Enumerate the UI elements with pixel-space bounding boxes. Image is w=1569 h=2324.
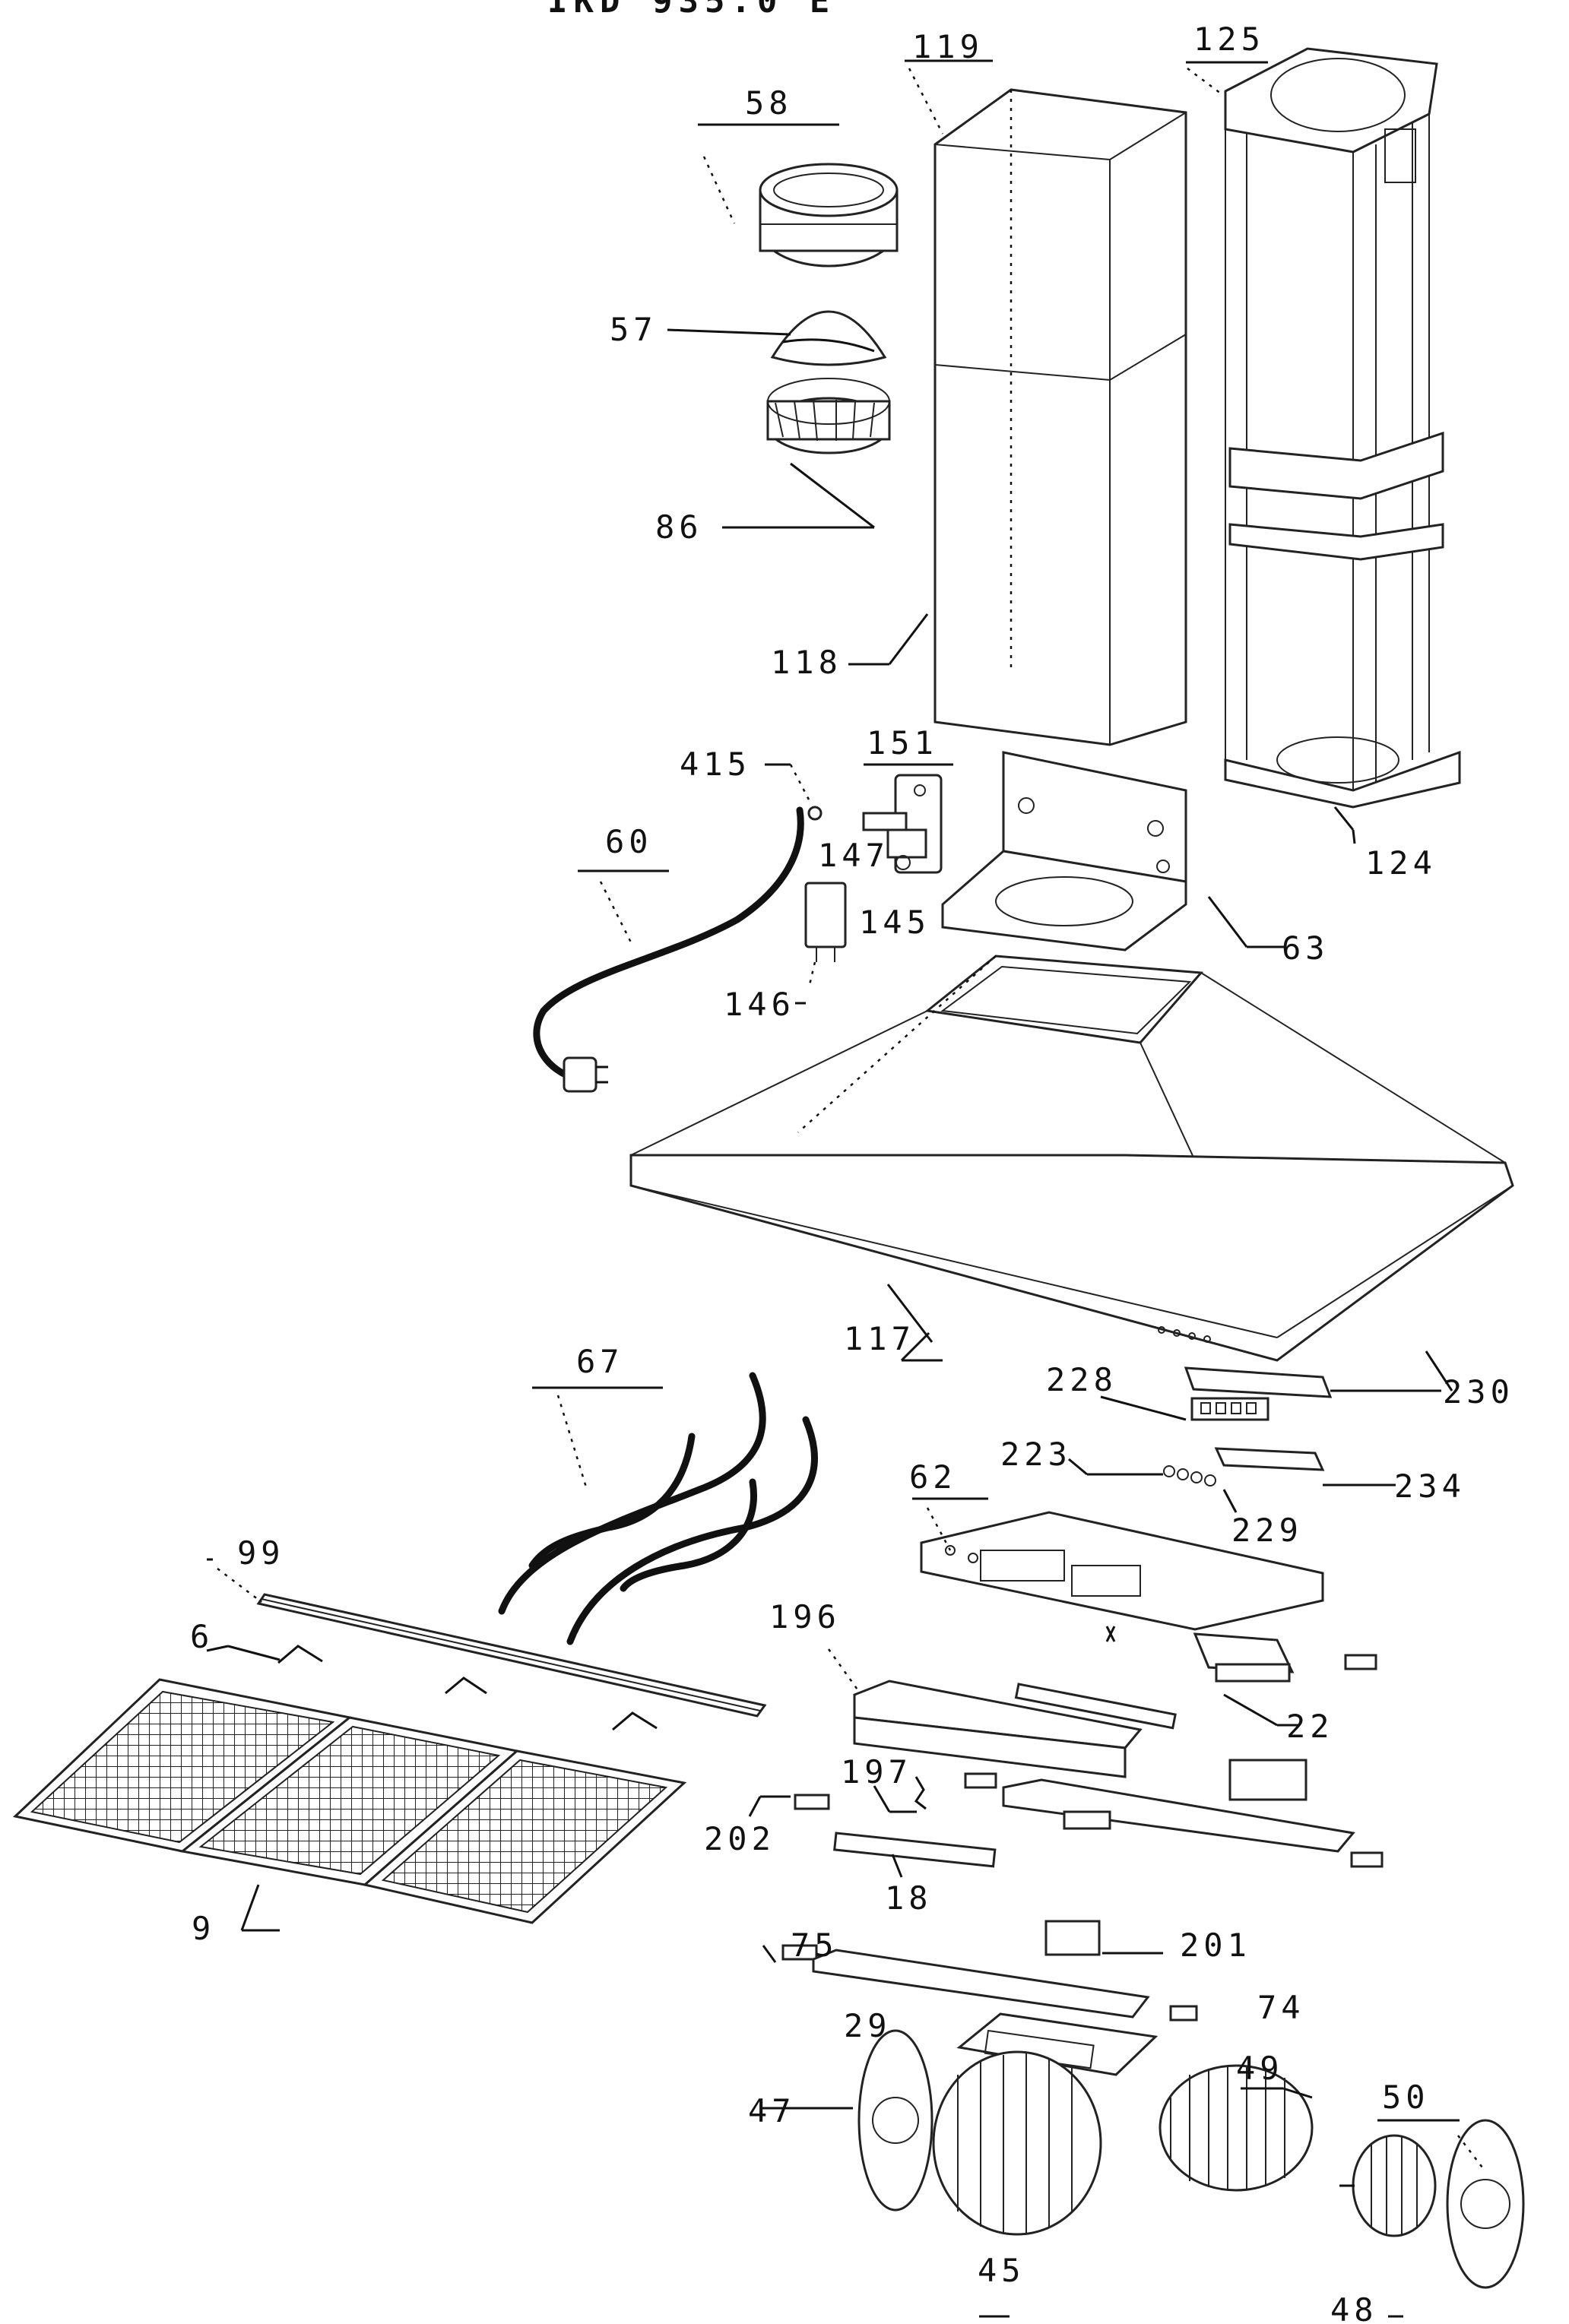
label-67: 67 bbox=[576, 1343, 624, 1380]
label-145: 145 bbox=[859, 904, 930, 941]
label-22: 22 bbox=[1286, 1708, 1334, 1745]
label-99: 99 bbox=[237, 1534, 285, 1572]
part-clips bbox=[277, 1645, 658, 1731]
label-75: 75 bbox=[791, 1927, 838, 1964]
part-chimney-frame bbox=[1224, 47, 1461, 809]
label-45: 45 bbox=[978, 2252, 1025, 2289]
part-lighting-components bbox=[781, 1772, 1384, 2022]
label-234: 234 bbox=[1394, 1468, 1466, 1505]
part-labels: 119 125 58 57 86 118 415 151 147 145 60 … bbox=[190, 21, 1514, 2324]
label-50: 50 bbox=[1382, 2079, 1430, 2116]
part-415 bbox=[807, 806, 823, 821]
part-switch-board bbox=[1163, 1447, 1325, 1487]
label-29: 29 bbox=[844, 2007, 892, 2044]
part-switch-assembly bbox=[862, 774, 943, 874]
label-62: 62 bbox=[909, 1458, 957, 1496]
label-197: 197 bbox=[841, 1753, 912, 1790]
label-415: 415 bbox=[680, 746, 751, 783]
label-229: 229 bbox=[1231, 1512, 1303, 1549]
part-control-panel bbox=[1184, 1366, 1333, 1421]
part-lamp-housing bbox=[853, 1680, 1308, 1801]
part-chassis-plate bbox=[920, 1511, 1324, 1642]
label-124: 124 bbox=[1365, 844, 1437, 882]
label-48: 48 bbox=[1330, 2291, 1378, 2324]
part-capacitor bbox=[804, 882, 847, 962]
label-86: 86 bbox=[655, 508, 703, 546]
leader-lines bbox=[206, 59, 1483, 2318]
diagram-title: IKD 935.0 E bbox=[547, 0, 835, 21]
part-power-cable bbox=[533, 806, 804, 1093]
label-58: 58 bbox=[745, 84, 793, 122]
label-118: 118 bbox=[771, 644, 842, 681]
part-ring bbox=[766, 378, 891, 454]
part-mounting-plate bbox=[941, 751, 1187, 951]
part-transformer bbox=[1193, 1632, 1377, 1683]
part-collar bbox=[759, 163, 899, 268]
label-18: 18 bbox=[885, 1879, 933, 1917]
label-47: 47 bbox=[748, 2092, 796, 2129]
label-151: 151 bbox=[867, 724, 938, 761]
label-223: 223 bbox=[1000, 1436, 1072, 1473]
label-49: 49 bbox=[1236, 2050, 1284, 2087]
part-hood-body bbox=[629, 955, 1514, 1362]
label-230: 230 bbox=[1443, 1373, 1514, 1411]
label-125: 125 bbox=[1193, 21, 1265, 58]
part-flap bbox=[770, 310, 887, 366]
label-119: 119 bbox=[912, 28, 984, 65]
part-wiring bbox=[498, 1372, 818, 1645]
part-chimney-cover bbox=[933, 88, 1187, 746]
label-146: 146 bbox=[724, 986, 795, 1023]
label-60: 60 bbox=[605, 823, 653, 860]
label-6: 6 bbox=[190, 1618, 214, 1655]
label-201: 201 bbox=[1180, 1927, 1251, 1964]
label-63: 63 bbox=[1282, 929, 1330, 967]
part-rail bbox=[256, 1593, 767, 1718]
label-74: 74 bbox=[1257, 1989, 1305, 2026]
label-117: 117 bbox=[844, 1320, 915, 1357]
part-grease-filters bbox=[12, 1678, 687, 1924]
part-motor-fan bbox=[857, 2012, 1525, 2289]
label-196: 196 bbox=[769, 1598, 841, 1635]
label-228: 228 bbox=[1046, 1361, 1117, 1398]
label-147: 147 bbox=[818, 837, 889, 874]
label-57: 57 bbox=[610, 311, 658, 348]
label-9: 9 bbox=[192, 1910, 215, 1947]
label-202: 202 bbox=[704, 1820, 775, 1857]
